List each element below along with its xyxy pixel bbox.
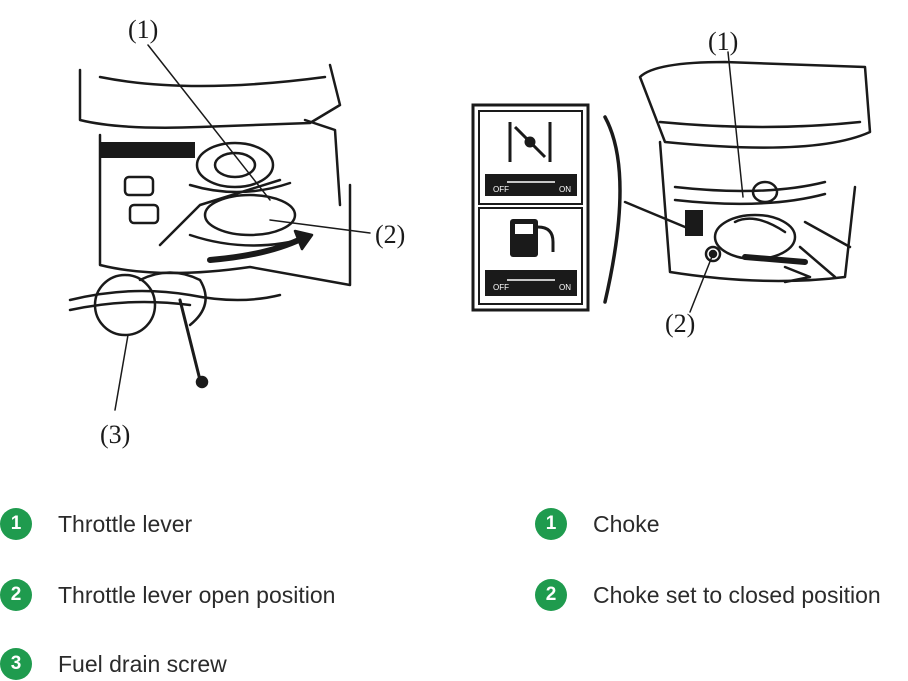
choke-closed-arrow (742, 254, 808, 265)
fuel-drain-screw (195, 375, 209, 389)
choke-callout-2: (2) (665, 309, 695, 338)
legend-label: Fuel drain screw (58, 650, 227, 677)
legend-label: Throttle lever (58, 510, 193, 537)
choke-diagram: OFF ON OFF ON (465, 22, 895, 352)
badge-number: 3 (0, 648, 32, 680)
throttle-engine-drawing: (1) (2) (3) (68, 15, 405, 449)
legend-label: Choke set to closed position (593, 581, 881, 608)
choke-fuel-tank (638, 60, 872, 149)
fuel-pump-icon (510, 219, 555, 257)
fuel-off-label: OFF (493, 283, 509, 292)
throttle-housing (195, 141, 275, 189)
choke-fuel-decal: OFF ON OFF ON (471, 103, 590, 312)
badge-number: 1 (535, 508, 567, 540)
tank-seam (98, 75, 327, 88)
throttle-linkage (203, 193, 297, 237)
choke-engine-drawing: OFF ON OFF ON (471, 27, 872, 338)
legend-item-throttle-lever: 1 Throttle lever (0, 507, 192, 541)
legend-item-fuel-drain: 3 Fuel drain screw (0, 647, 227, 681)
choke-on-label: ON (559, 185, 571, 194)
choke-lever-icon (508, 122, 552, 162)
fuel-on-label: ON (559, 283, 571, 292)
legend-item-choke: 1 Choke (535, 507, 659, 541)
badge-number: 2 (0, 579, 32, 611)
legend-label: Choke (593, 510, 660, 537)
throttle-diagram: (1) (2) (3) (40, 5, 410, 460)
legend-item-choke-closed: 2 Choke set to closed position (535, 578, 881, 612)
choke-callout-1: (1) (708, 27, 738, 56)
throttle-callout-3: (3) (100, 420, 130, 449)
throttle-callout-2: (2) (375, 220, 405, 249)
fuel-tank-outline (78, 63, 342, 129)
throttle-callout-1: (1) (128, 15, 158, 44)
open-position-arrow (207, 234, 308, 263)
choke-knob (751, 180, 779, 204)
badge-number: 2 (535, 579, 567, 611)
legend-item-throttle-open: 2 Throttle lever open position (0, 578, 335, 612)
tank-band (100, 142, 195, 158)
choke-off-label: OFF (493, 185, 509, 194)
badge-number: 1 (0, 508, 32, 540)
legend-label: Throttle lever open position (58, 581, 336, 608)
